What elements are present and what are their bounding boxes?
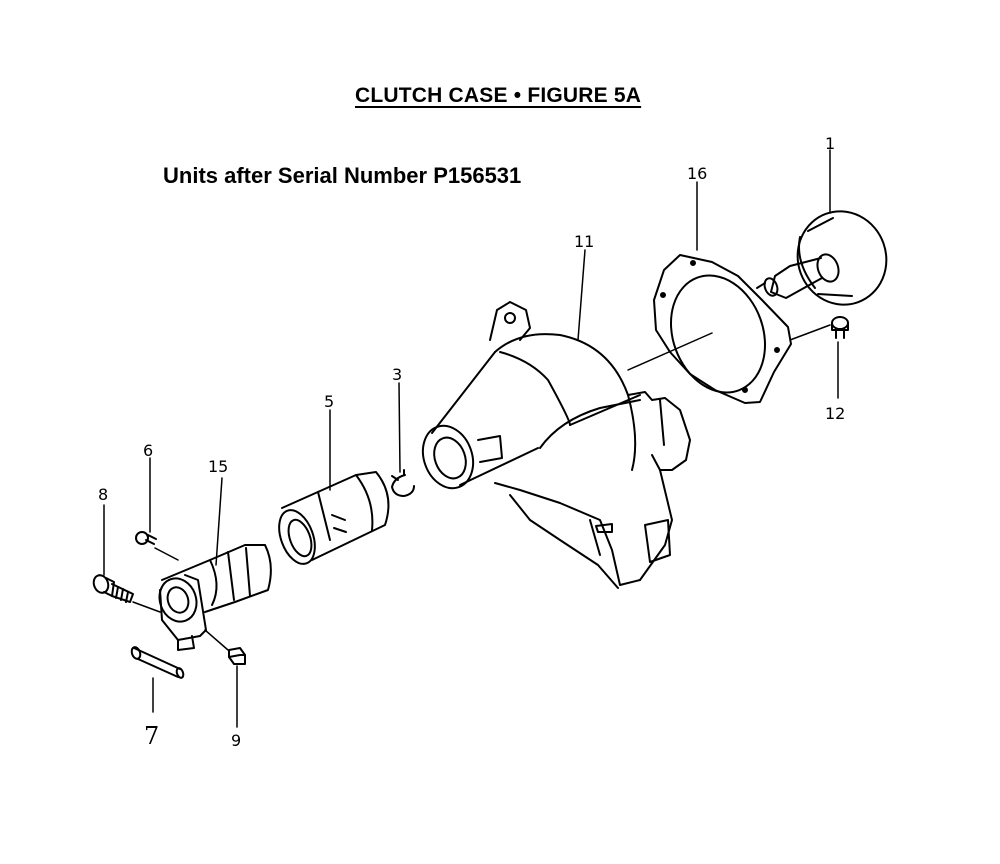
part-11-clutch-case	[421, 301, 691, 589]
part-6-bolt	[135, 531, 157, 545]
callout-7: 7	[144, 722, 159, 750]
part-1-clutch-drum	[756, 210, 888, 306]
part-8-bolt	[92, 574, 134, 603]
callout-16: 16	[687, 164, 707, 183]
callout-5: 5	[324, 392, 334, 411]
callout-6: 6	[143, 441, 153, 460]
part-9-key	[228, 647, 246, 665]
callout-15: 15	[208, 457, 228, 476]
callout-8: 8	[98, 485, 108, 504]
callout-12: 12	[825, 404, 845, 423]
part-12-bolt	[831, 316, 849, 339]
figure-title: CLUTCH CASE • FIGURE 5A	[355, 84, 642, 107]
part-7-pin	[130, 646, 185, 679]
part-15-release-fork	[158, 544, 272, 651]
part-5-sleeve	[278, 471, 390, 565]
callout-11: 11	[574, 232, 594, 251]
part-3-snap-ring	[391, 469, 415, 497]
leader-lines	[103, 149, 839, 728]
serial-subtitle: Units after Serial Number P156531	[163, 163, 522, 188]
callout-3: 3	[392, 365, 402, 384]
callout-1: 1	[825, 134, 835, 153]
callout-9: 9	[231, 731, 241, 750]
